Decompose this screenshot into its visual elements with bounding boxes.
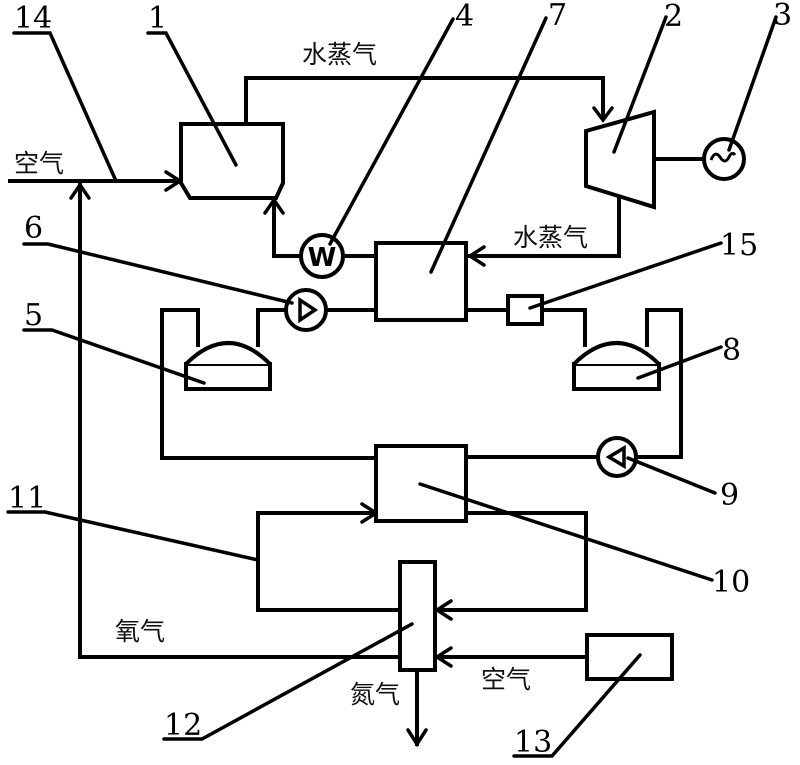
stream-label-steam-return: 水蒸气 (513, 223, 588, 252)
steam-pipe-to-turbine (244, 76, 605, 125)
tank8-riser (632, 308, 683, 459)
steam-return-pipe (468, 196, 621, 258)
loop-pipe-11 (433, 511, 588, 612)
arrow-nitrogen-out (406, 728, 428, 748)
stream-label-nitrogen: 氮气 (350, 680, 400, 709)
label-3: 3 (773, 0, 792, 33)
label-2: 2 (664, 0, 683, 34)
heater-4 (299, 233, 345, 279)
label-13: 13 (514, 725, 552, 760)
separation-column-12 (398, 560, 437, 672)
label-8: 8 (722, 333, 741, 368)
valve-15 (506, 294, 544, 326)
heater-w-glyph: W (308, 243, 337, 273)
pipe-valve15-to-tank8 (540, 308, 587, 347)
label-11: 11 (8, 481, 46, 516)
label-4: 4 (455, 0, 474, 34)
stream-label-air-inlet: 空气 (14, 149, 64, 178)
leader-4 (328, 17, 455, 246)
generator-3 (702, 137, 746, 181)
tank5-riser (160, 308, 378, 460)
label-15: 15 (720, 228, 758, 263)
sine-wave-icon (709, 151, 737, 163)
arrow-oxygen-up (69, 181, 91, 200)
pipe-heater-to-boiler (272, 198, 301, 258)
leader-2 (612, 15, 668, 154)
label-6: 6 (24, 211, 43, 246)
tank-5-dome (184, 341, 272, 366)
stream-label-steam-top: 水蒸气 (302, 40, 377, 69)
loop-pipe-11-left (256, 511, 402, 612)
pipe-pump6-to-tank5 (256, 308, 291, 347)
leader-11 (6, 510, 260, 562)
arrow-into-hx7 (466, 245, 486, 267)
air-unit-13 (585, 633, 674, 681)
stream-label-oxygen: 氧气 (115, 617, 165, 646)
leader-15 (528, 241, 723, 310)
leader-8 (636, 345, 723, 380)
leader-6 (22, 242, 294, 305)
pump-triangle-icon (298, 296, 319, 324)
pump-triangle-icon (605, 444, 626, 470)
label-5: 5 (24, 298, 43, 333)
label-1: 1 (148, 1, 167, 36)
heat-exchanger-7 (374, 241, 468, 322)
label-14: 14 (14, 1, 52, 36)
label-10: 10 (712, 565, 750, 600)
leader-5 (22, 328, 206, 385)
leader-7 (429, 16, 548, 274)
leader-3 (727, 15, 778, 152)
turbine-2 (584, 109, 656, 210)
arrow-into-turbine (592, 106, 614, 123)
stream-label-air-column: 空气 (481, 665, 531, 694)
tank-8-dome (572, 341, 661, 366)
label-9: 9 (720, 478, 739, 513)
label-7: 7 (548, 0, 567, 33)
leader-9 (626, 456, 717, 495)
leader-10 (418, 482, 714, 582)
tank-5 (184, 362, 272, 391)
label-12: 12 (164, 708, 202, 743)
